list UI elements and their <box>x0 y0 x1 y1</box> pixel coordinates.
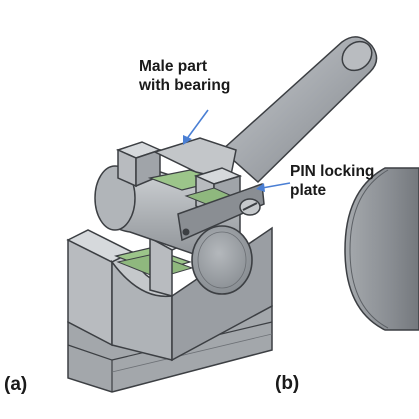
annotation-arrows <box>183 109 291 192</box>
pin-plate-label: PIN locking plate <box>290 163 374 200</box>
panel-b-cylinder <box>344 167 419 331</box>
rod <box>220 36 378 184</box>
pin-plate-label-line2: plate <box>290 181 327 199</box>
pin-plate-label-line1: PIN locking <box>290 163 375 180</box>
male-part-label-line1: Male part <box>139 58 208 75</box>
panel-a-label: (a) <box>4 374 28 395</box>
male-part-label: Male part with bearing <box>139 58 230 95</box>
upper-clamp <box>115 137 243 216</box>
panel-b-label: (b) <box>275 373 300 394</box>
pin-locking-plate <box>177 182 265 242</box>
male-part-label-line2: with bearing <box>139 76 231 94</box>
cylinder-end-cap <box>191 225 253 295</box>
